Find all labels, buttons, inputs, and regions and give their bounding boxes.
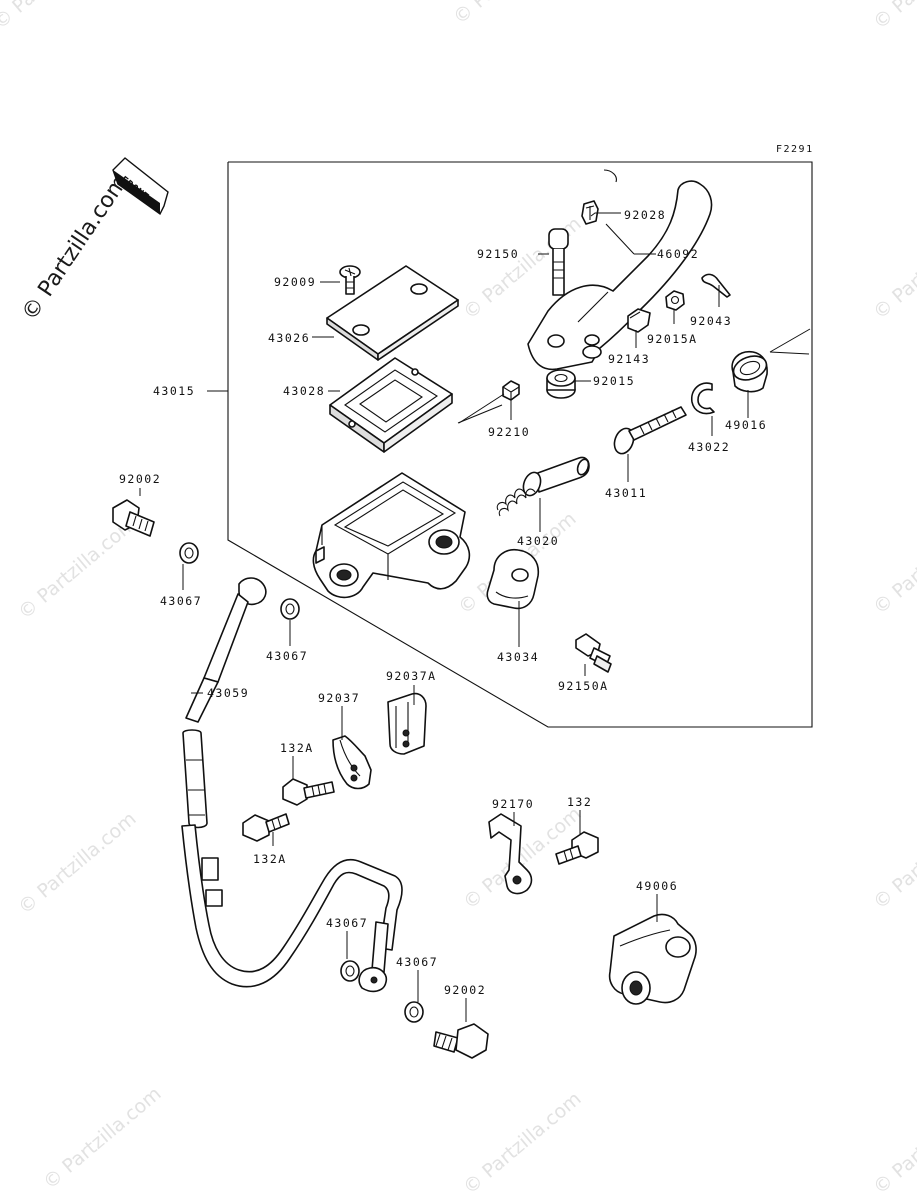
label-43034: 43034: [497, 650, 539, 664]
part-master-cylinder-body: [312, 472, 471, 599]
part-92170-bracket: [488, 813, 533, 895]
watermark-text: © Partzilla.com: [0, 0, 116, 34]
label-92170: 92170: [492, 797, 534, 811]
watermark-text: © Partzilla.com: [449, 0, 575, 29]
front-direction-arrow: FRONT: [112, 157, 169, 216]
figure-code: F2291: [776, 144, 814, 155]
part-92143-collar: [627, 308, 651, 333]
label-43011: 43011: [605, 486, 647, 500]
label-92002-bottom: 92002: [444, 983, 486, 997]
part-49016-dust-boot: [731, 350, 768, 393]
label-92150A: 92150A: [558, 679, 609, 693]
part-43059-brake-hose: [181, 577, 403, 993]
label-92150: 92150: [477, 247, 519, 261]
watermark-text: © Partzilla.com: [869, 0, 917, 34]
label-43020: 43020: [517, 534, 559, 548]
label-43067-b: 43067: [266, 649, 308, 663]
label-43067-a: 43067: [160, 594, 202, 608]
part-46092-brake-lever: [527, 169, 713, 371]
watermark-text: © Partzilla.com: [14, 513, 140, 624]
label-43028: 43028: [283, 384, 325, 398]
watermark-text: © Partzilla.com: [869, 1088, 917, 1199]
label-132A-b: 132A: [253, 852, 287, 866]
label-92037A: 92037A: [386, 669, 437, 683]
part-92043-cotter-pin: [701, 273, 731, 298]
part-43067-washer: [179, 542, 199, 564]
label-43026: 43026: [268, 331, 310, 345]
label-132: 132: [567, 795, 592, 809]
label-92043: 92043: [690, 314, 732, 328]
label-49016: 49016: [725, 418, 767, 432]
label-132A-a: 132A: [280, 741, 314, 755]
watermark-text: © Partzilla.com: [869, 803, 917, 914]
part-43067-washer: [404, 1001, 424, 1023]
label-43059: 43059: [207, 686, 249, 700]
part-43067-washer: [340, 960, 360, 982]
part-92002-banjo-bolt: [433, 1023, 489, 1059]
part-132-bolt: [555, 831, 599, 865]
part-43067-washer: [280, 598, 300, 620]
part-43026-reservoir-cap: [326, 265, 459, 361]
part-92150A-bolt: [575, 633, 612, 673]
label-46092: 46092: [657, 247, 699, 261]
part-43028-diaphragm: [329, 357, 453, 453]
label-92037: 92037: [318, 691, 360, 705]
label-92143: 92143: [608, 352, 650, 366]
watermark-text: © Partzilla.com: [39, 1083, 165, 1194]
label-49006: 49006: [636, 879, 678, 893]
part-132A-bolt: [242, 813, 290, 842]
label-92210: 92210: [488, 425, 530, 439]
leader-lines: [139, 212, 811, 1022]
label-92015A: 92015A: [647, 332, 698, 346]
label-92002-top: 92002: [119, 472, 161, 486]
part-92015-nut: [546, 369, 576, 399]
part-92002-banjo-bolt: [112, 499, 155, 537]
watermark-text: © Partzilla.com: [459, 1088, 585, 1199]
label-43067-c: 43067: [326, 916, 368, 930]
assembly-outline: [227, 161, 813, 728]
part-92015A-nut: [665, 290, 685, 311]
part-43034-clamp: [486, 548, 540, 610]
part-43011-push-rod: [613, 406, 687, 455]
part-43020-piston-spring: [496, 456, 590, 517]
part-92037A-bracket: [387, 692, 427, 755]
brand-watermark: © Partzilla.com: [17, 171, 133, 326]
part-92150-bolt: [548, 228, 569, 296]
part-49006-switch-housing: [608, 913, 697, 1005]
watermark-text: © Partzilla.com: [869, 508, 917, 619]
part-132A-bolt: [282, 778, 335, 806]
label-92009: 92009: [274, 275, 316, 289]
label-43022: 43022: [688, 440, 730, 454]
part-labels: 92028 92150 46092 92009 92043 92015A 430…: [119, 208, 767, 997]
part-92009-screw: [339, 265, 361, 295]
watermark-text: © Partzilla.com: [14, 808, 140, 919]
part-43022-circlip: [690, 382, 715, 415]
part-92028-nut: [581, 200, 599, 225]
watermark-text: © Partzilla.com: [869, 213, 917, 324]
part-92210-nut: [502, 380, 520, 401]
part-92037-clamp: [332, 735, 372, 790]
label-43015: 43015: [153, 384, 195, 398]
label-43067-d: 43067: [396, 955, 438, 969]
label-92015: 92015: [593, 374, 635, 388]
label-92028: 92028: [624, 208, 666, 222]
